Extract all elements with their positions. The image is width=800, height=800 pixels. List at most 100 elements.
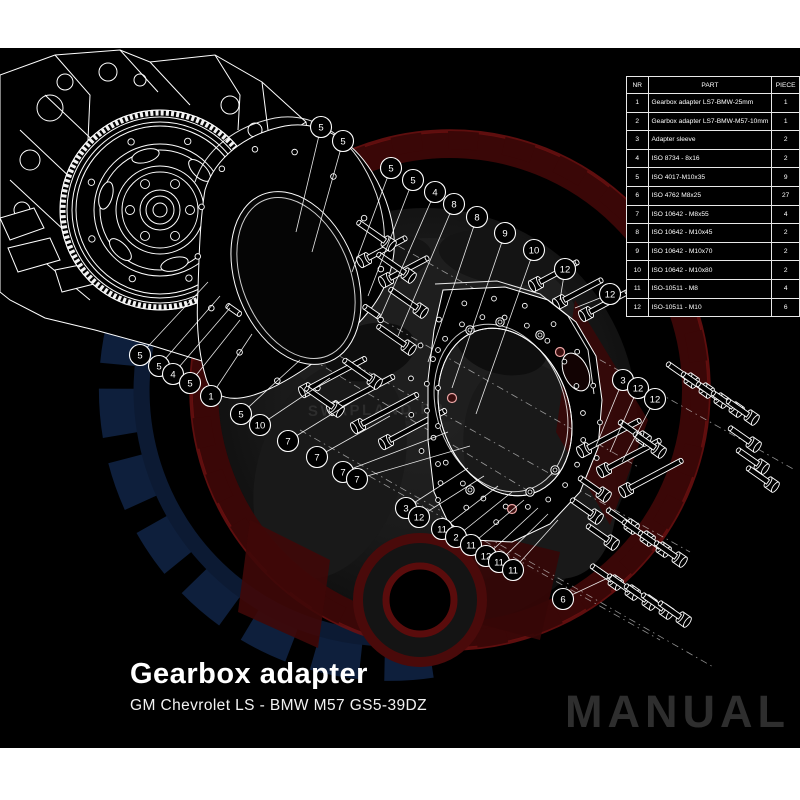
callout-number: 5 xyxy=(388,163,393,174)
callout-12: 12 xyxy=(621,387,667,463)
row-part: ISO-10511 - M8 xyxy=(647,278,773,299)
callout-number: 1 xyxy=(208,391,213,402)
row-nr: 8 xyxy=(626,223,649,243)
callout-number: 12 xyxy=(633,383,644,394)
row-piece: 9 xyxy=(771,167,800,187)
adapter-plate-front xyxy=(194,116,395,399)
row-part: Adapter sleeve xyxy=(647,130,773,150)
page-subtitle: GM Chevrolet LS - BMW M57 GS5-39DZ xyxy=(130,697,427,714)
callout-11: 11 xyxy=(459,499,525,557)
fastener-bolts xyxy=(225,219,630,451)
callout-10: 10 xyxy=(248,377,331,437)
callout-number: 3 xyxy=(403,503,408,514)
callout-12: 12 xyxy=(553,257,577,301)
row-part: ISO 8734 - 8x16 xyxy=(647,148,773,169)
row-piece: 4 xyxy=(771,204,800,225)
callout-number: 5 xyxy=(137,350,142,361)
callout-number: 5 xyxy=(340,136,345,147)
callout-number: 12 xyxy=(414,512,425,523)
loose-bolts xyxy=(569,361,780,628)
callout-4: 4 xyxy=(379,180,447,319)
callout-5: 5 xyxy=(295,115,333,233)
callout-9: 9 xyxy=(451,221,517,389)
callout-number: 10 xyxy=(255,420,266,431)
row-part: ISO 4017-M10x35 xyxy=(647,167,773,187)
row-nr: 6 xyxy=(626,185,649,206)
callout-number: 8 xyxy=(474,212,479,223)
callout-7: 7 xyxy=(345,445,471,491)
callout-number: 11 xyxy=(508,565,518,576)
callout-number: 11 xyxy=(466,540,476,551)
row-nr: 12 xyxy=(626,297,649,318)
callout-number: 12 xyxy=(605,289,616,300)
callout-11: 11 xyxy=(501,519,559,582)
callout-number: 7 xyxy=(314,452,319,463)
callout-number: 5 xyxy=(238,409,243,420)
callout-5: 5 xyxy=(311,129,355,253)
row-part: ISO 10642 - M10x45 xyxy=(647,223,773,243)
jaw-gear-icon xyxy=(353,533,487,667)
row-part: ISO 10642 - M10x80 xyxy=(647,260,773,280)
col-piece: PIECE xyxy=(771,76,800,94)
callout-5: 5 xyxy=(351,156,403,273)
row-nr: 9 xyxy=(626,241,649,262)
callout-number: 4 xyxy=(170,369,175,380)
row-part: ISO 4762 M8x25 xyxy=(647,185,773,206)
row-nr: 10 xyxy=(626,260,649,280)
manual-label: MANUAL xyxy=(565,686,790,737)
title-block: Gearbox adapter GM Chevrolet LS - BMW M5… xyxy=(130,658,427,715)
row-nr: 2 xyxy=(626,111,649,132)
callout-8: 8 xyxy=(397,192,466,337)
row-piece: 4 xyxy=(771,278,800,299)
callout-10: 10 xyxy=(475,238,546,415)
callout-number: 4 xyxy=(432,187,437,198)
callout-5: 5 xyxy=(367,168,425,297)
callout-12: 12 xyxy=(574,282,622,309)
row-piece: 2 xyxy=(771,148,800,169)
row-piece: 2 xyxy=(771,260,800,280)
row-piece: 2 xyxy=(771,241,800,262)
row-piece: 2 xyxy=(771,223,800,243)
callout-5: 5 xyxy=(229,359,301,426)
row-part: ISO-10511 - M10 xyxy=(647,297,773,318)
callout-12: 12 xyxy=(609,376,650,453)
row-part: ISO 10642 - M10x70 xyxy=(647,241,773,262)
callout-number: 11 xyxy=(494,557,504,568)
callout-7: 7 xyxy=(305,415,391,469)
row-piece: 1 xyxy=(771,111,800,132)
callout-5: 5 xyxy=(178,319,241,395)
row-piece: 2 xyxy=(771,130,800,150)
callout-number: 12 xyxy=(481,551,492,562)
callout-8: 8 xyxy=(427,205,489,363)
row-nr: 4 xyxy=(626,148,649,169)
callout-number: 12 xyxy=(650,394,661,405)
col-nr: NR xyxy=(626,76,649,94)
callout-5: 5 xyxy=(128,281,209,367)
callout-4: 4 xyxy=(161,307,231,386)
row-nr: 1 xyxy=(626,93,649,113)
row-nr: 3 xyxy=(626,130,649,150)
row-nr: 11 xyxy=(626,278,649,299)
callout-number: 5 xyxy=(156,361,161,372)
parts-table-header: NR PART PIECE xyxy=(626,76,800,94)
row-nr: 5 xyxy=(626,167,649,187)
callout-number: 11 xyxy=(437,524,447,535)
callout-number: 8 xyxy=(451,199,456,210)
row-piece: 6 xyxy=(771,297,800,318)
adapter-plate-rear xyxy=(408,280,603,543)
callout-number: 10 xyxy=(529,245,540,256)
row-part: Gearbox adapter LS7-BMW-M57-10mm xyxy=(647,111,773,132)
row-part: Gearbox adapter LS7-BMW-25mm xyxy=(647,93,773,113)
callout-number: 6 xyxy=(560,594,565,605)
